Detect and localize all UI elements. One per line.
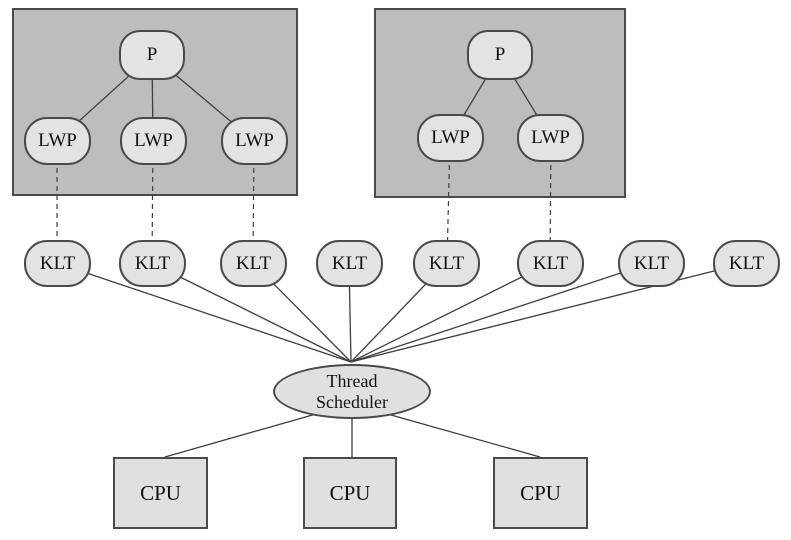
lwp-node-5: LWP [517,114,584,162]
lwp-node-3: LWP [221,117,288,165]
cpu-box-1: CPU [113,457,208,529]
lwp-node-4: LWP [417,114,484,162]
klt-node-5: KLT [413,240,480,287]
scheduler-label-line1: Thread [326,371,378,392]
klt-node-8: KLT [713,240,780,287]
process-node-1: P [119,30,185,80]
cpu-box-3: CPU [493,457,588,529]
lwp-node-1: LWP [24,117,91,165]
klt-node-2: KLT [119,240,186,287]
thread-scheduler-node: Thread Scheduler [273,364,431,419]
lwp-node-2: LWP [120,117,187,165]
cpu-box-2: CPU [303,457,397,529]
scheduler-label-line2: Scheduler [316,391,388,412]
klt-node-7: KLT [618,240,685,287]
klt-node-3: KLT [220,240,287,287]
klt-node-1: KLT [24,240,91,287]
klt-node-4: KLT [316,240,383,287]
process-node-2: P [467,30,533,80]
klt-node-6: KLT [517,240,584,287]
